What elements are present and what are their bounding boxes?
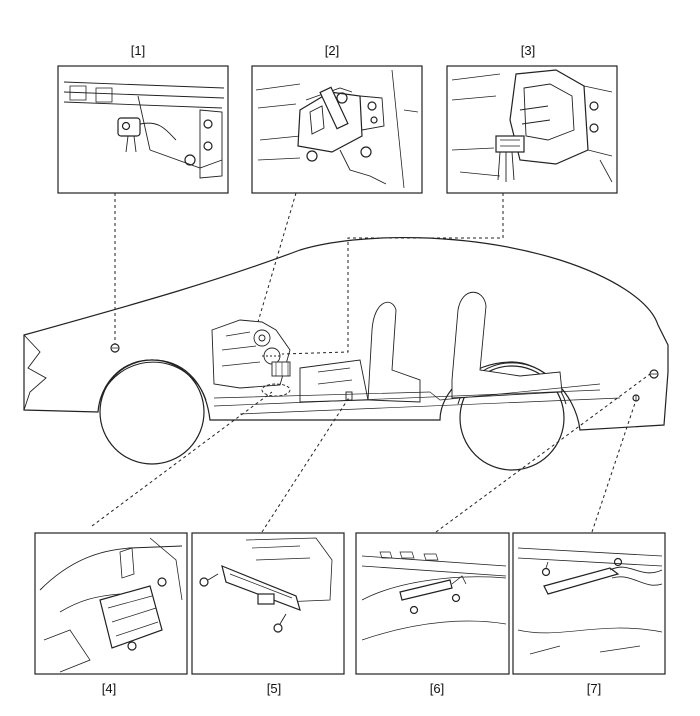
detail-panel-2: [251, 65, 423, 194]
leader-lines: [91, 192, 651, 533]
detail-panel-3: [446, 65, 618, 194]
car-body-outline: [23, 236, 669, 471]
detail-panel-6: [355, 532, 510, 675]
callout-label-6: [6]: [429, 681, 445, 696]
callout-label-2: [2]: [324, 43, 340, 58]
detail-panel-4: [34, 532, 188, 675]
detail-panel-5: [191, 532, 345, 675]
callout-label-1: [1]: [130, 43, 146, 58]
callout-label-3: [3]: [520, 43, 536, 58]
callout-label-7: [7]: [586, 681, 602, 696]
callout-label-5: [5]: [266, 681, 282, 696]
car-interior: [211, 291, 621, 415]
callout-label-4: [4]: [101, 681, 117, 696]
detail-panel-1: [57, 65, 229, 194]
detail-panel-7: [512, 532, 666, 675]
